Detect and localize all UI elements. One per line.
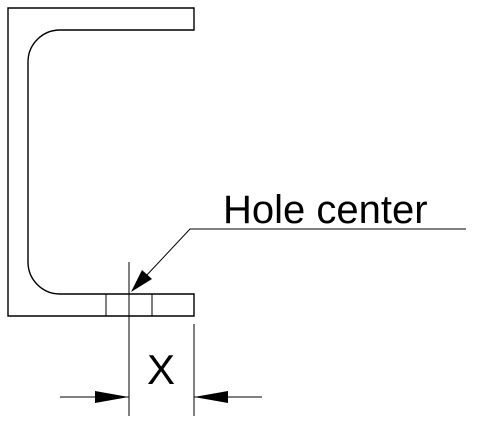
dimension-label: X (147, 346, 175, 393)
hole-center-callout: Hole center (131, 188, 466, 292)
dimension-arrow-right (194, 391, 228, 403)
hole-center-label: Hole center (223, 188, 428, 232)
channel-outer-outline (7, 7, 195, 317)
leader-line (145, 228, 466, 277)
leader-arrowhead (131, 270, 152, 292)
hole-markers (105, 262, 153, 416)
channel-profile (7, 7, 195, 317)
dimension-x: X (60, 324, 262, 416)
dimension-arrow-left (95, 391, 129, 403)
